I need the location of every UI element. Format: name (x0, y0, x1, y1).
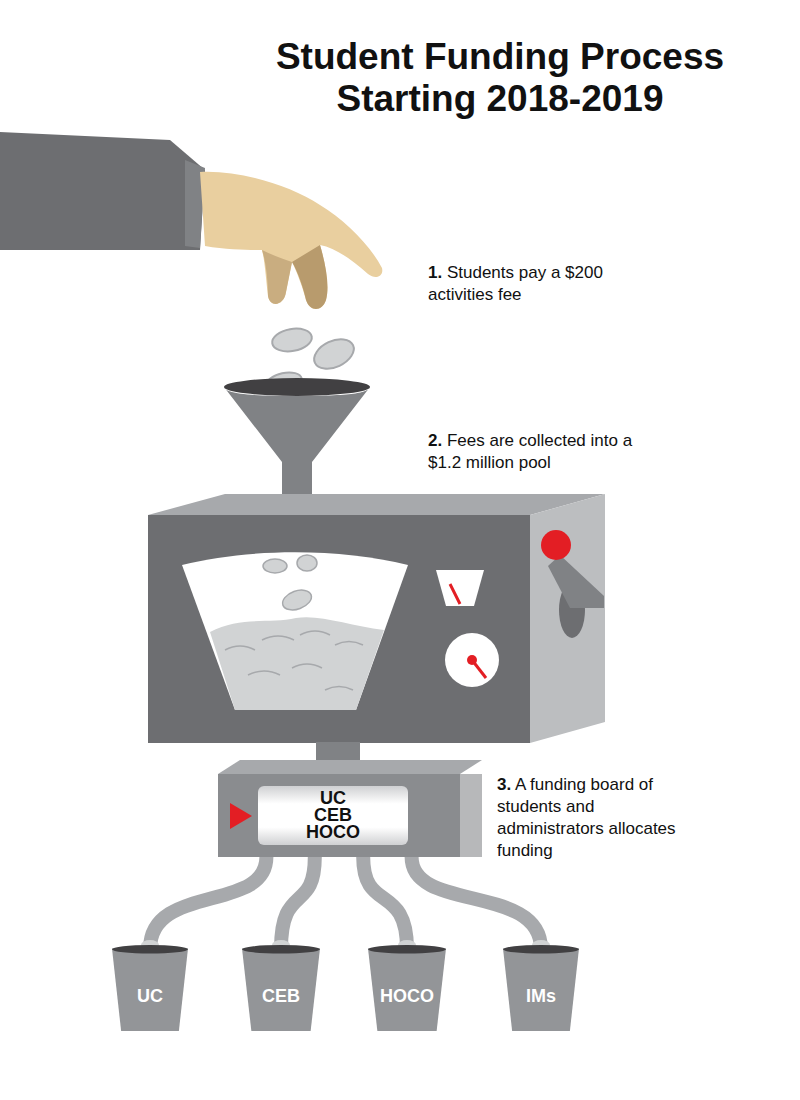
gauge-needle (450, 584, 460, 604)
scroll-text: UC CEB HOCO (303, 786, 363, 845)
step-text: Fees are collected into a $1.2 million p… (428, 431, 632, 472)
callout-number: 3. (497, 775, 511, 794)
step-text: A funding board of students and administ… (497, 775, 676, 860)
step-text: Students pay a $200 activities fee (428, 263, 603, 304)
funnel (224, 387, 370, 505)
bucket-label-holder: IMs (526, 970, 556, 1007)
coin (309, 333, 358, 374)
bucket-label: UC (137, 986, 163, 1007)
machine-window (182, 552, 408, 710)
pointer (230, 803, 252, 829)
coin (270, 326, 313, 355)
hand (200, 172, 382, 309)
page-title: Student Funding Process Starting 2018-20… (250, 36, 750, 120)
pipe (281, 857, 315, 949)
bucket: CEB (242, 945, 320, 1031)
bucket: UC (112, 945, 188, 1031)
coin (280, 586, 314, 613)
coin-pile (210, 617, 384, 710)
pipe (150, 857, 266, 949)
gauge (436, 570, 484, 606)
finger-shade (292, 245, 327, 309)
coin (263, 559, 287, 573)
bucket: IMs (503, 945, 579, 1031)
lever-knob (541, 530, 571, 560)
sorting-drum: UC CEB HOCO (218, 774, 460, 857)
step-note: 2. Fees are collected into a $1.2 millio… (428, 430, 658, 474)
dial (445, 633, 499, 687)
machine-side (530, 494, 605, 743)
callout-number: 2. (428, 431, 442, 450)
finger-shade (262, 250, 292, 304)
bucket-label-holder: HOCO (380, 970, 434, 1007)
drum-side (460, 774, 482, 857)
bucket-label: CEB (262, 986, 300, 1007)
pipe (412, 857, 541, 949)
bucket-label-holder: UC (137, 970, 163, 1007)
coin (297, 555, 317, 571)
lever (548, 555, 604, 608)
callout-number: 1. (428, 263, 442, 282)
bucket-label: IMs (526, 986, 556, 1007)
drum-top (218, 760, 482, 774)
bucket: HOCO (368, 945, 446, 1031)
step-note: 1. Students pay a $200 activities fee (428, 262, 628, 306)
machine-top (148, 494, 605, 515)
bucket-label: HOCO (380, 986, 434, 1007)
sleeve (0, 132, 205, 250)
funnel-rim (224, 378, 370, 396)
step-note: 3. A funding board of students and admin… (497, 774, 677, 862)
machine-front (148, 515, 530, 743)
bucket-label-holder: CEB (262, 970, 300, 1007)
scroll-cylinder: UC CEB HOCO (258, 786, 408, 845)
pipe (363, 857, 407, 949)
